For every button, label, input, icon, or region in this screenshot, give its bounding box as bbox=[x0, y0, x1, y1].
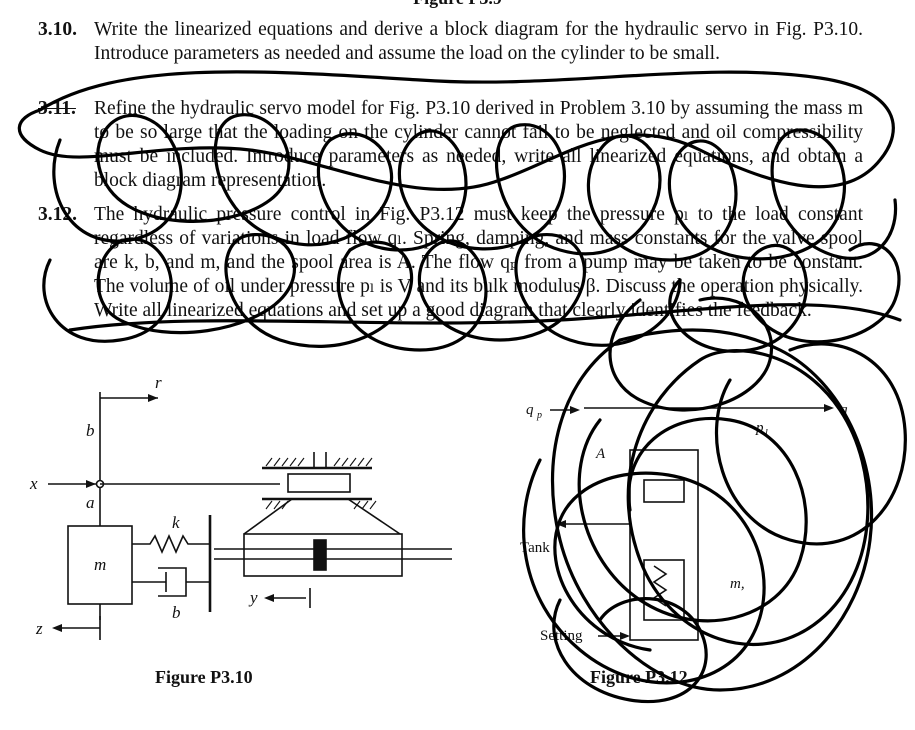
label-qp-sub: p bbox=[536, 410, 542, 421]
figure-p312: q p q p l A Tank Setting m, bbox=[520, 402, 848, 644]
spool-spring bbox=[652, 565, 668, 607]
previous-figure-caption: Figure P3.9 bbox=[0, 0, 915, 9]
z-arrow-head bbox=[52, 624, 62, 632]
label-z: z bbox=[35, 619, 43, 638]
line-right bbox=[347, 498, 401, 535]
problem-3-10: 3.10. Write the linearized equations and… bbox=[38, 18, 863, 93]
valve-spool bbox=[287, 473, 351, 493]
hatching bbox=[265, 457, 377, 510]
problem-text: Write the linearized equations and deriv… bbox=[94, 19, 863, 64]
figure-p310-caption: Figure P3.10 bbox=[155, 667, 253, 687]
x-arrow-head bbox=[86, 480, 96, 488]
label-x: x bbox=[29, 474, 38, 493]
label-tank: Tank bbox=[520, 540, 550, 556]
spool-upper bbox=[643, 479, 685, 503]
label-qp: q bbox=[526, 402, 534, 418]
label-b-damper: b bbox=[172, 603, 181, 622]
label-a: a bbox=[86, 493, 95, 512]
figure-p310: r b x a k m b y z bbox=[29, 373, 452, 640]
label-pl-sub: l bbox=[765, 428, 768, 439]
label-r: r bbox=[155, 373, 162, 392]
label-pl: p bbox=[755, 420, 764, 436]
spring-k bbox=[132, 534, 210, 554]
valve-housing bbox=[629, 449, 699, 641]
r-arrow-head bbox=[148, 394, 158, 402]
mass-block bbox=[67, 525, 133, 605]
spool-lower bbox=[643, 559, 685, 621]
label-m: m bbox=[94, 555, 106, 574]
label-k: k bbox=[172, 513, 180, 532]
figure-p312-caption: Figure P3.12 bbox=[590, 667, 688, 687]
label-A: A bbox=[595, 446, 606, 462]
label-ql: q bbox=[840, 402, 848, 418]
piston bbox=[313, 539, 327, 571]
problem-number: 3.10. bbox=[38, 19, 77, 40]
label-setting: Setting bbox=[540, 628, 583, 644]
label-m: m, bbox=[730, 576, 745, 592]
label-y: y bbox=[248, 588, 258, 607]
line-left bbox=[243, 498, 293, 535]
y-arrow-head bbox=[264, 594, 274, 602]
label-b-top: b bbox=[86, 421, 95, 440]
